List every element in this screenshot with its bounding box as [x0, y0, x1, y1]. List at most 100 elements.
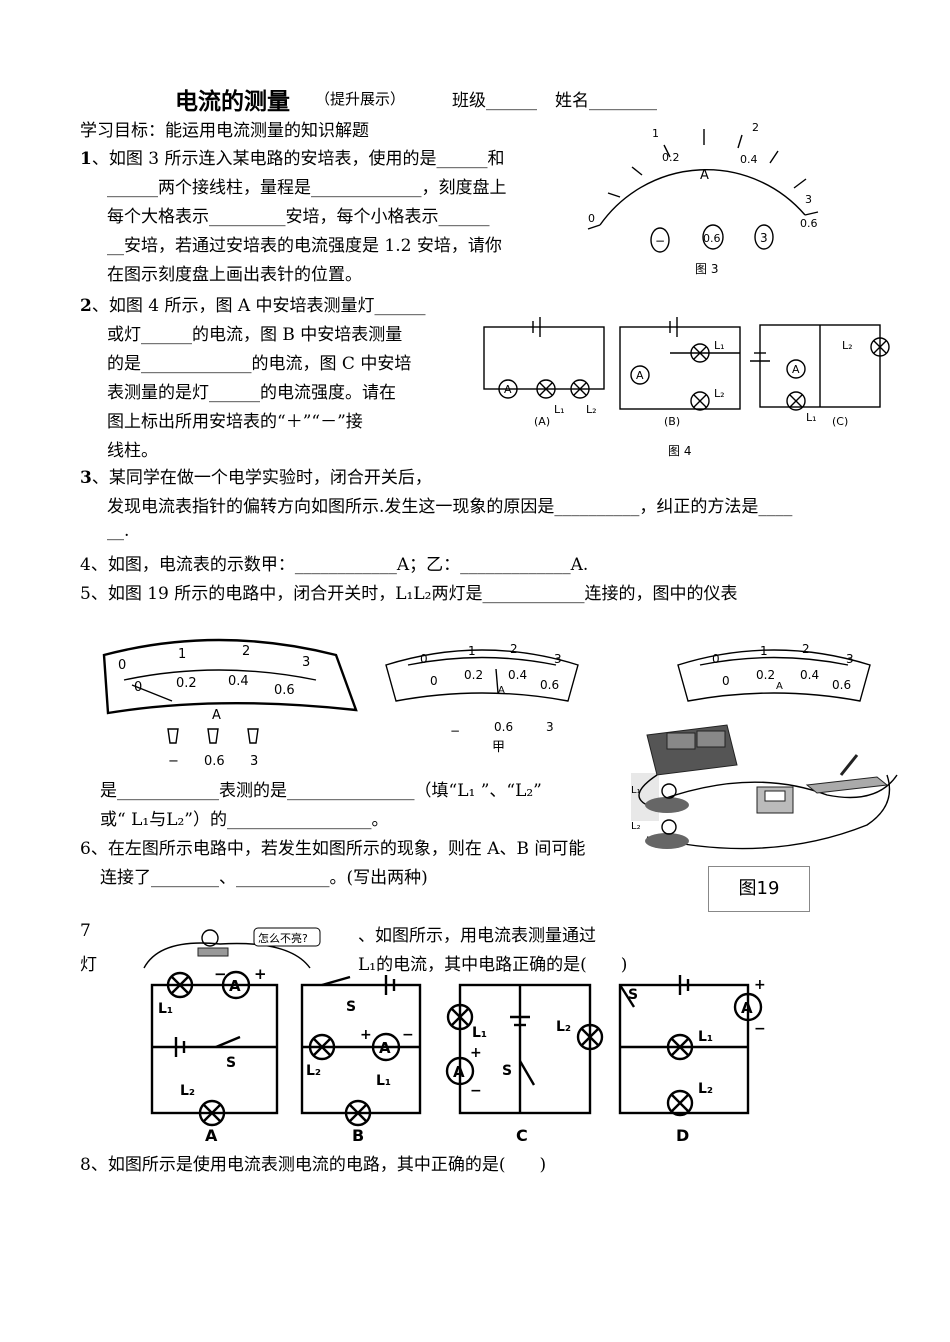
q5-line-2: 是____________表测的是_______________（填“L₁ ”、… [100, 781, 542, 801]
q1-line-4: __安培，若通过安培表的电流强度是 1.2 安培，请你 [107, 236, 502, 256]
svg-text:L₂: L₂ [586, 403, 597, 416]
svg-text:1: 1 [468, 644, 476, 658]
terminal-minus: − [650, 227, 670, 253]
svg-text:2: 2 [242, 644, 250, 659]
svg-text:1: 1 [178, 647, 186, 662]
svg-text:0.6: 0.6 [832, 678, 851, 692]
class-field[interactable]: 班级______ [452, 91, 537, 111]
svg-text:0.6: 0.6 [540, 678, 559, 692]
q1-line-1: 1、如图 3 所示连入某电路的安培表，使用的是______和 [80, 149, 505, 169]
svg-text:A: A [792, 363, 800, 376]
page-title: 电流的测量 [175, 88, 290, 115]
svg-text:A: A [504, 383, 512, 396]
svg-text:L₂: L₂ [306, 1063, 321, 1079]
dial-unit-label: A [700, 168, 709, 183]
svg-text:+: + [470, 1045, 482, 1061]
dial-tick-0: 0 [588, 212, 595, 225]
figure-19-circuit-photo: L₁ L₂ [627, 715, 913, 865]
figure-3-caption: 图 3 [695, 262, 718, 276]
q3-line-3: __. [107, 521, 130, 541]
q3-line-1: 3、某同学在做一个电学实验时，闭合开关后， [80, 468, 432, 488]
q7-lamp-cartoon: 怎么不亮? [143, 927, 321, 969]
svg-text:A: A [229, 977, 241, 995]
svg-text:−: − [402, 1027, 414, 1043]
dial-tick-06: 0.6 [800, 217, 818, 230]
svg-text:C: C [516, 1126, 528, 1145]
q5-line-3: 或“ L₁与L₂”）的_________________。 [100, 810, 389, 830]
svg-text:−: − [168, 754, 179, 769]
q1-line-2: ______两个接线柱，量程是_____________，刻度盘上 [107, 178, 507, 198]
option-b-circuit: S L₂ A + − L₁ B [300, 975, 422, 1145]
q4-text: 4、如图，电流表的示数甲：____________A；乙：___________… [80, 555, 589, 575]
svg-text:L₂: L₂ [631, 821, 641, 832]
q1-line-3: 每个大格表示_________安培，每个小格表示______ [107, 207, 490, 227]
svg-text:A: A [453, 1063, 465, 1081]
svg-text:B: B [352, 1126, 364, 1145]
svg-text:L₁: L₁ [631, 785, 641, 796]
q7-number: 7 [80, 921, 91, 941]
speech-bubble: 怎么不亮? [258, 931, 308, 945]
svg-text:D: D [676, 1126, 689, 1145]
svg-text:0: 0 [430, 674, 438, 688]
svg-text:A: A [498, 685, 505, 696]
svg-text:0.2: 0.2 [176, 676, 197, 691]
svg-text:A: A [741, 999, 753, 1017]
q3-line-2: 发现电流表指针的偏转方向如图所示.发生这一现象的原因是__________，纠正… [107, 497, 793, 517]
q6-line-2: 连接了________、___________。(写出两种) [100, 868, 428, 888]
option-d-circuit: S A + − L₁ L₂ D [618, 975, 766, 1145]
svg-text:−: − [450, 724, 460, 738]
option-c-circuit: L₁ A + − S L₂ C [445, 983, 604, 1145]
svg-text:+: + [360, 1027, 372, 1043]
svg-text:L₂: L₂ [556, 1019, 571, 1035]
q5-text: 5、如图 19 所示的电路中，闭合开关时，L₁L₂两灯是____________… [80, 584, 738, 604]
circuit-c: A L₂ L₁ (C) [750, 324, 890, 428]
svg-text:S: S [226, 1055, 236, 1071]
figure-3-ammeter-dial: 0 0.2 0.4 0.6 1 2 3 A − 0.6 3 图 3 [587, 121, 819, 276]
dial-tick-04: 0.4 [740, 153, 758, 166]
svg-text:(C): (C) [832, 415, 848, 428]
svg-text:2: 2 [802, 642, 810, 656]
svg-text:S: S [628, 987, 638, 1003]
terminal-06: 0.6 [702, 224, 724, 250]
svg-text:3: 3 [846, 652, 854, 666]
svg-text:0: 0 [712, 652, 720, 666]
learning-objective: 学习目标：能运用电流测量的知识解题 [80, 121, 369, 141]
svg-text:A: A [205, 1126, 218, 1145]
svg-text:(A): (A) [534, 415, 550, 428]
ammeter-dial-3: 0 1 2 3 0 0.2 0.4 0.6 A [677, 642, 871, 702]
svg-text:2: 2 [510, 642, 518, 656]
svg-text:L₁: L₁ [714, 339, 725, 352]
circuit-b: A L₁ L₂ (B) [619, 317, 741, 428]
svg-text:0: 0 [722, 674, 730, 688]
svg-text:L₁: L₁ [806, 411, 817, 424]
figure-19-caption: 图19 [708, 866, 810, 912]
q7-text-2: L₁的电流，其中电路正确的是( ) [358, 955, 628, 975]
dial-big-tick-1: 1 [652, 127, 659, 140]
svg-text:A: A [636, 369, 644, 382]
svg-text:A: A [379, 1039, 391, 1057]
svg-text:0.6: 0.6 [204, 754, 225, 769]
svg-text:L₁: L₁ [554, 403, 565, 416]
ammeter-dial-2: 0 1 2 3 0 0.2 0.4 0.6 A − 0.6 3 甲 [385, 642, 579, 755]
terminal-3: 3 [754, 224, 774, 250]
q7-left-word: 灯 [80, 955, 97, 975]
svg-text:0.2: 0.2 [756, 668, 775, 682]
svg-text:L₁: L₁ [376, 1073, 391, 1089]
svg-text:3: 3 [554, 652, 562, 666]
svg-text:−: − [655, 234, 665, 248]
svg-text:A: A [212, 708, 221, 723]
svg-text:+: + [754, 977, 766, 993]
svg-text:0.4: 0.4 [508, 668, 527, 682]
name-field[interactable]: 姓名________ [555, 91, 657, 111]
svg-text:0.6: 0.6 [703, 232, 721, 245]
q7-text-1: 、如图所示，用电流表测量通过 [358, 926, 596, 946]
q1-line-5: 在图示刻度盘上画出表针的位置。 [107, 265, 362, 285]
dial-tick-02: 0.2 [662, 151, 680, 164]
svg-text:3: 3 [250, 754, 258, 769]
svg-text:0.2: 0.2 [464, 668, 483, 682]
q2-line-2: 或灯______的电流，图 B 中安培表测量 [107, 325, 403, 345]
svg-text:L₂: L₂ [698, 1081, 713, 1097]
svg-text:0.6: 0.6 [494, 720, 513, 734]
meter-2-caption: 甲 [492, 740, 505, 755]
q2-line-5: 图上标出所用安培表的“＋”“－”接 [107, 412, 363, 432]
